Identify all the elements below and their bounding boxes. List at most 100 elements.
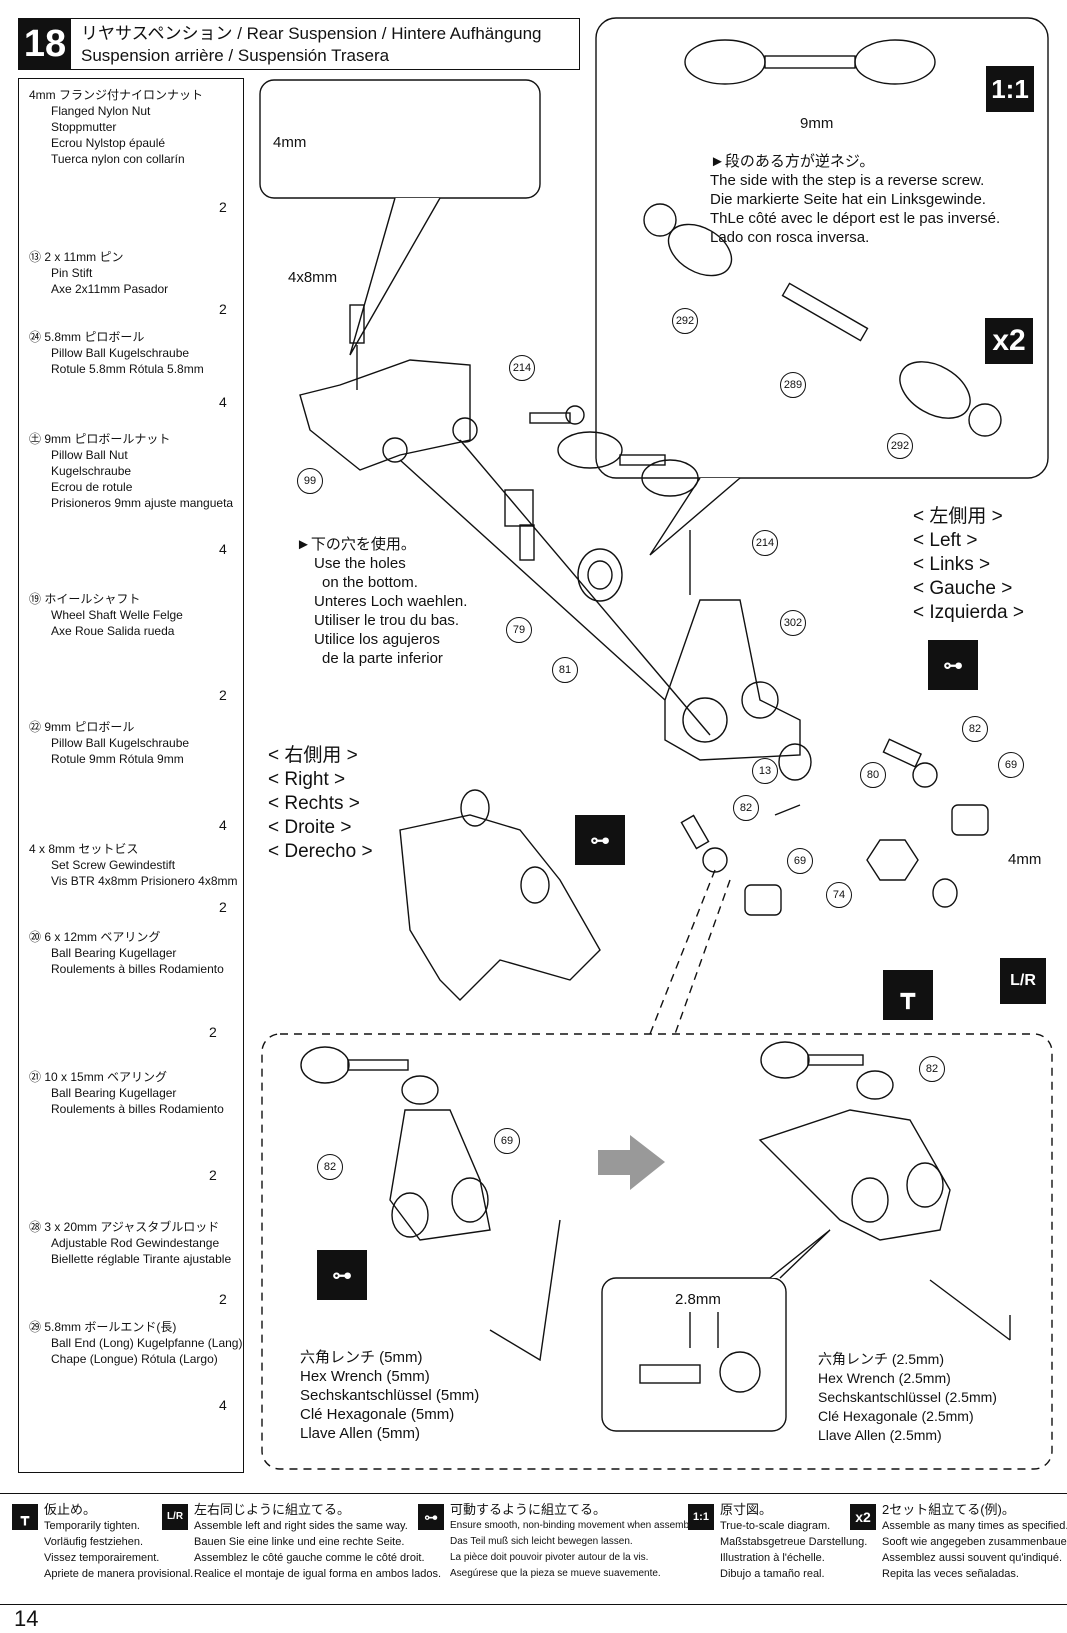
part-qty: 4 <box>219 394 227 410</box>
legend-head: 2セット組立てる(例)。 <box>882 1502 1015 1517</box>
part-qty: 2 <box>219 899 227 915</box>
lr-icon: L/R <box>162 1504 188 1530</box>
x2-icon: x2 <box>850 1504 876 1530</box>
legend-line: Assemble left and right sides the same w… <box>194 1520 408 1532</box>
hex-wrench-25mm-label: 六角レンチ (2.5mm) Hex Wrench (2.5mm) Sechska… <box>818 1350 997 1445</box>
step-title-line1: リヤサスペンション / Rear Suspension / Hintere Au… <box>81 24 542 43</box>
callout-82: 82 <box>733 795 759 821</box>
callout-292: 292 <box>672 308 698 334</box>
side-line: < Left > <box>913 530 978 551</box>
reverse-screw-box <box>595 17 1049 479</box>
hex-line: Hex Wrench (2.5mm) <box>818 1370 951 1386</box>
part-sub: Vis BTR 4x8mm Prisionero 4x8mm <box>51 874 238 888</box>
part-sub: Ball Bearing Kugellager <box>51 946 177 960</box>
hex-line: Sechskantschlüssel (5mm) <box>300 1387 480 1404</box>
note-line: ►段のある方が逆ネジ。 <box>710 153 875 170</box>
reverse-screw-note: ►段のある方が逆ネジ。 The side with the step is a … <box>710 152 1000 247</box>
dim-label: 2.8mm <box>675 1291 721 1308</box>
callout-80: 80 <box>860 762 886 788</box>
temporary-tighten-icon: ┳ <box>883 970 933 1020</box>
callout-214: 214 <box>752 530 778 556</box>
note-line: Die markierte Seite hat ein Linksgewinde… <box>710 191 986 208</box>
pivot-icon: ⊶ <box>418 1504 444 1530</box>
part-pillow-ball-9: ㉒ 9mm ピロボール Pillow Ball Kugelschraube Ro… <box>29 719 239 767</box>
hex-wrench-5mm-label: 六角レンチ (5mm) Hex Wrench (5mm) Sechskantsc… <box>300 1348 479 1443</box>
legend-line: Dibujo a tamaño real. <box>720 1568 825 1580</box>
callout-69: 69 <box>787 848 813 874</box>
part-sub: Prisioneros 9mm ajuste mangueta <box>51 496 234 510</box>
x2-badge: x2 <box>985 318 1033 364</box>
part-sub: Ball End (Long) Kugelpfanne (Lang) <box>51 1336 243 1350</box>
legend-head: 左右同じように組立てる。 <box>194 1502 351 1517</box>
scale-icon: 1:1 <box>688 1504 714 1530</box>
part-sub: Flanged Nylon Nut <box>51 104 151 118</box>
legend-line: La pièce doit pouvoir pivoter autour de … <box>450 1552 649 1563</box>
hex-line: Sechskantschlüssel (2.5mm) <box>818 1389 997 1405</box>
part-name: ㉔ 5.8mm ピロボール <box>29 330 145 344</box>
part-name: ㉑ 10 x 15mm ベアリング <box>29 1070 168 1084</box>
pivot-icon: ⊶ <box>928 640 978 690</box>
side-line: < Derecho > <box>268 841 373 862</box>
part-qty: 2 <box>219 687 227 703</box>
part-name: ㉘ 3 x 20mm アジャスタブルロッド <box>29 1220 220 1234</box>
part-sub: Chape (Longue) Rótula (Largo) <box>51 1352 218 1366</box>
part-name: ⑳ 6 x 12mm ベアリング <box>29 930 161 944</box>
dim-label: 9mm <box>800 115 834 132</box>
legend-line: Assemble as many times as specified. <box>882 1520 1067 1532</box>
part-name: ㊏ 9mm ピロボールナット <box>29 432 171 446</box>
note-line: The side with the step is a reverse scre… <box>710 172 985 189</box>
page-number: 14 <box>14 1606 39 1631</box>
callout-69: 69 <box>494 1128 520 1154</box>
legend-line: Assemblez aussi souvent qu'indiqué. <box>882 1552 1063 1564</box>
legend-line: Maßstabsgetreue Darstellung. <box>720 1536 868 1548</box>
callout-292: 292 <box>887 433 913 459</box>
part-sub: Rotule 9mm Rótula 9mm <box>51 752 184 766</box>
hex-line: Hex Wrench (5mm) <box>300 1368 430 1385</box>
part-ball-end: ㉙ 5.8mm ボールエンド(長) Ball End (Long) Kugelp… <box>29 1319 243 1367</box>
part-sub: Ecrou Nylstop épaulé <box>51 136 166 150</box>
part-name: 4mm フランジ付ナイロンナット <box>29 88 204 102</box>
part-sub: Adjustable Rod Gewindestange <box>51 1236 220 1250</box>
side-line: < Droite > <box>268 817 352 838</box>
legend-line: Ensure smooth, non-binding movement when… <box>450 1520 708 1531</box>
part-sub: Wheel Shaft Welle Felge <box>51 608 183 622</box>
part-sub: Pillow Ball Nut <box>51 448 128 462</box>
legend-line: Temporarily tighten. <box>44 1520 140 1532</box>
callout-289: 289 <box>780 372 806 398</box>
legend-line: Asegúrese que la pieza se mueve suavemen… <box>450 1568 661 1579</box>
part-qty: 2 <box>209 1167 217 1183</box>
part-bearing-10x15: ㉑ 10 x 15mm ベアリング Ball Bearing Kugellage… <box>29 1069 239 1117</box>
callout-99: 99 <box>297 468 323 494</box>
part-sub: Tuerca nylon con collarín <box>51 152 185 166</box>
dim-label: 4mm <box>273 134 307 151</box>
pivot-icon: ⊶ <box>317 1250 367 1300</box>
part-sub: Roulements à billes Rodamiento <box>51 962 224 976</box>
legend-line: Apriete de manera provisional. <box>44 1568 194 1580</box>
legend-line: Repita las veces señaladas. <box>882 1568 1019 1580</box>
part-sub: Rotule 5.8mm Rótula 5.8mm <box>51 362 204 376</box>
callout-214: 214 <box>509 355 535 381</box>
part-sub: Roulements à billes Rodamiento <box>51 1102 224 1116</box>
temporary-tighten-icon: ┳ <box>12 1504 38 1530</box>
side-line: < Right > <box>268 769 346 790</box>
lr-badge: L/R <box>1000 958 1046 1004</box>
right-side-label: < 右側用 > < Right > < Rechts > < Droite > … <box>268 744 373 864</box>
callout-13: 13 <box>752 758 778 784</box>
note-line: ►下の穴を使用。 <box>296 536 416 553</box>
legend-line: Assemblez le côté gauche comme le côté d… <box>194 1552 425 1564</box>
step-title-line2: Suspension arrière / Suspensión Trasera <box>81 46 390 65</box>
part-name: ⑬ 2 x 11mm ピン <box>29 250 124 264</box>
part-pillow-ball-nut: ㊏ 9mm ピロボールナット Pillow Ball Nut Kugelschr… <box>29 431 239 511</box>
part-qty: 2 <box>209 1024 217 1040</box>
part-name: ㉒ 9mm ピロボール <box>29 720 135 734</box>
part-name: ㉙ 5.8mm ボールエンド(長) <box>29 1320 177 1334</box>
part-sub: Axe 2x11mm Pasador <box>51 282 169 296</box>
symbol-legend: ┳ 仮止め。 Temporarily tighten. Vorläufig fe… <box>0 1493 1067 1605</box>
hex-line: Clé Hexagonale (5mm) <box>300 1406 455 1423</box>
callout-79: 79 <box>506 617 532 643</box>
part-sub: Pillow Ball Kugelschraube <box>51 346 190 360</box>
scale-badge: 1:1 <box>986 66 1034 112</box>
pivot-icon: ⊶ <box>575 815 625 865</box>
part-adjustable-rod: ㉘ 3 x 20mm アジャスタブルロッド Adjustable Rod Gew… <box>29 1219 239 1267</box>
part-qty: 4 <box>219 1397 227 1413</box>
